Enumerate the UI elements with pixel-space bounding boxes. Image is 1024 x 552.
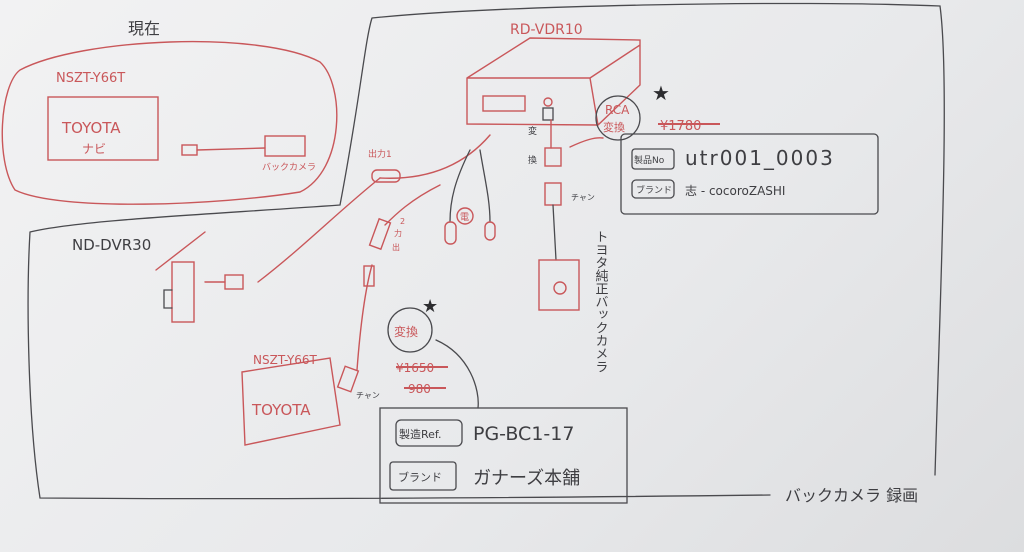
power-wire [449,149,471,223]
recorder-box [466,37,641,126]
dashcam-body [171,261,195,323]
camera-cable [552,204,557,261]
nav-brand-label-box [389,461,457,491]
current-nav-sub: ナビ [82,142,106,156]
current-camera [264,135,306,157]
ground-wire [479,149,491,223]
star-icon: ★ [652,81,670,105]
output1-plug [371,169,401,183]
dashcam-model: ND-DVR30 [72,236,151,254]
nav-brand-value: ガナーズ本舗 [473,468,580,489]
camera-lens-icon [553,281,567,295]
current-boundary [1,40,338,205]
new-setup-boundary [27,2,945,500]
rca-badge [595,95,641,141]
output2-label-c: 2 [400,217,405,226]
convert-label-a: 変 [528,125,537,137]
new-nav-unit [241,357,341,446]
brand-label: ブランド [636,184,672,196]
output2-label-a: 出 [392,242,400,252]
nav-adapter-badge [387,307,433,353]
recorder-jack [542,107,554,121]
rca-badge-top: RCA [605,103,630,117]
product-label: 製品No [634,154,665,166]
current-cable [196,147,266,151]
ref-value: PG-BC1-17 [473,423,574,445]
output1-label: 出力1 [368,148,392,160]
convert-label-b: 換 [528,154,537,166]
chan-connector [544,182,562,206]
current-nav-brand: TOYOTA [61,119,121,137]
rca-info-card [620,133,879,215]
nav-chan-label: チャン [356,391,380,400]
output2-label-b: 力 [394,228,402,238]
power-terminal [444,221,457,245]
dashcam-plug [224,274,244,290]
rca-old-price: ¥1780 [660,119,701,134]
power-circle [456,207,474,225]
nav-wire-plug [363,265,375,287]
output2-plug [368,217,392,251]
current-plug [181,144,198,156]
product-label-box [631,148,675,170]
ref-label-box [395,419,463,447]
nav-adapter-badge-text: 変換 [394,324,418,339]
dashcam-lens [163,289,173,309]
recorder-jack-head [543,97,553,107]
brand-value: 志 - cocoroZASHI [685,184,785,198]
current-nav-unit [47,96,159,161]
dashcam-wire [257,177,381,283]
rca-adapter-plug [544,147,562,167]
product-value: utr001_0003 [685,146,835,170]
new-nav-brand: TOYOTA [251,401,311,419]
diagram-caption: バックカメラ 録画 [785,486,918,505]
nav-adapter-info-card [379,407,628,504]
nav-brand-label: ブランド [398,470,442,484]
brand-label-box [631,179,675,199]
current-title: 現在 [128,19,160,38]
recorder-display [482,95,526,112]
nav-adapter-pointer [435,339,479,409]
new-nav-model: NSZT-Y66T [253,353,318,367]
chan-label: チャン [571,193,595,202]
power-label: 電 [460,212,469,223]
star-icon: ★ [422,296,438,317]
rca-pointer [569,137,604,148]
output1-wire [379,134,491,179]
windshield-line [155,231,206,271]
current-nav-model: NSZT-Y66T [56,71,125,86]
nav-chan-connector [336,365,360,393]
toyota-back-camera [538,259,580,311]
ref-label: 製造Ref. [399,427,442,441]
recorder-model: RD-VDR10 [510,22,583,38]
nav-wire [356,264,373,371]
rca-badge-bottom: 変換 [603,120,625,134]
output2-wire [384,184,441,226]
current-camera-label: バックカメラ [262,162,316,173]
toyota-camera-label: トヨタ純正バックカメラ [593,230,609,373]
ground-terminal [484,221,496,241]
